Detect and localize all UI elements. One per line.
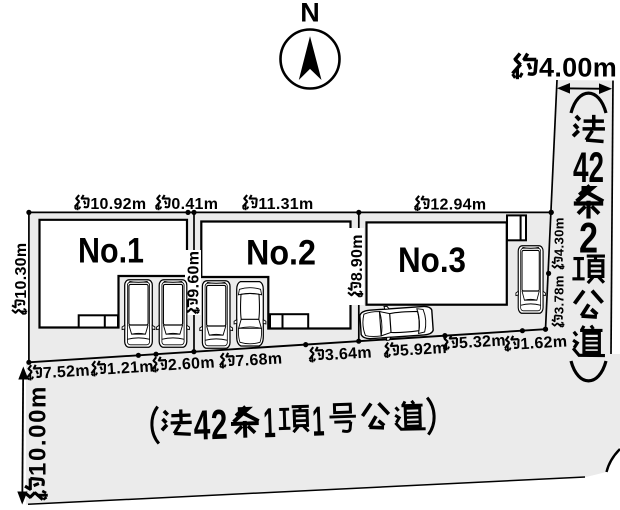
svg-text:3.78m: 3.78m [551, 275, 566, 314]
svg-text:7.52m: 7.52m [42, 362, 90, 382]
svg-text:12.94m: 12.94m [430, 197, 486, 214]
svg-text:10.92m: 10.92m [90, 196, 146, 213]
svg-text:5.32m: 5.32m [458, 332, 506, 352]
svg-text:2: 2 [579, 214, 598, 262]
svg-text:No.2: No.2 [246, 234, 316, 273]
svg-text:5.92m: 5.92m [399, 340, 447, 360]
svg-text:N: N [300, 0, 320, 28]
svg-text:No.1: No.1 [78, 232, 144, 271]
svg-text:No.3: No.3 [398, 241, 466, 280]
svg-text:0.41m: 0.41m [171, 196, 218, 213]
svg-text:10.00m: 10.00m [25, 385, 52, 476]
svg-text:42: 42 [573, 144, 604, 192]
svg-text:9.60m: 9.60m [185, 251, 202, 298]
svg-text:2: 2 [210, 401, 228, 449]
svg-text:1: 1 [312, 397, 326, 444]
svg-text:4: 4 [193, 401, 212, 449]
svg-text:1.62m: 1.62m [520, 333, 568, 353]
svg-text:2.60m: 2.60m [167, 354, 215, 374]
svg-text:8.90m: 8.90m [349, 234, 366, 281]
svg-text:1: 1 [263, 399, 277, 446]
svg-text:10.30m: 10.30m [13, 243, 30, 299]
svg-text:1.21m: 1.21m [106, 358, 154, 378]
svg-text:4.00m: 4.00m [539, 53, 617, 83]
svg-text:11.31m: 11.31m [258, 196, 313, 213]
svg-text:4.30m: 4.30m [551, 217, 566, 256]
svg-text:7.68m: 7.68m [235, 350, 283, 370]
svg-text:3.64m: 3.64m [324, 344, 372, 364]
